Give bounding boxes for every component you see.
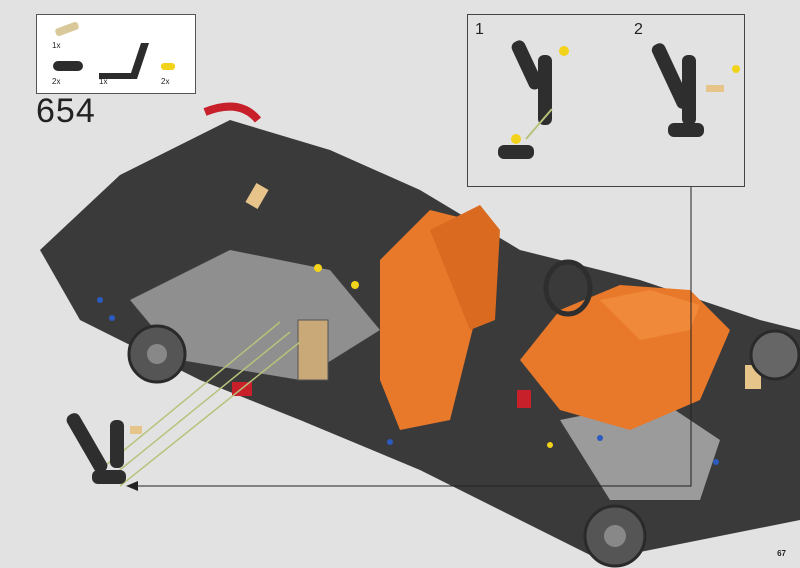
parts-list-box: 1x 2x 1x 2x [36,14,196,94]
rear-wheel-center [604,525,626,547]
axle-pin-icon [55,21,79,37]
red-connector-2 [517,390,531,408]
insert-arrow-icon [525,108,553,140]
step-number: 654 [36,92,96,130]
callout-arrow-line [132,186,692,487]
guide-line-2 [109,331,291,479]
guide-line-1 [99,321,281,471]
orange-seat-back [430,205,500,330]
callout-illustration [498,40,740,159]
rear-wheel-right [749,329,800,381]
qty-axle-pin: 1x [52,41,61,50]
callout-box: 1 2 [467,14,745,187]
guide-line-3 [119,341,301,487]
sub-step-label-1: 1 [475,21,484,38]
steering-wheel [543,259,593,317]
angled-beam-icon [99,43,149,79]
rear-suspension [560,400,720,500]
orange-body-highlight [600,290,700,340]
qty-beam: 2x [52,77,61,86]
tan-beam [297,319,329,381]
beam-icon [53,61,83,71]
parts-icons [53,21,175,79]
subassembly-part [66,413,142,484]
red-hose [203,102,262,123]
front-wheel-center [147,344,167,364]
qty-yellow-pin: 2x [161,77,170,86]
tan-damper-front [245,182,269,210]
sub-step-label-2: 2 [634,21,643,38]
arrow-head-icon [126,481,138,491]
yellow-pin-icon [161,63,175,70]
qty-angled-beam: 1x [99,77,108,86]
page-number: 67 [777,549,786,558]
